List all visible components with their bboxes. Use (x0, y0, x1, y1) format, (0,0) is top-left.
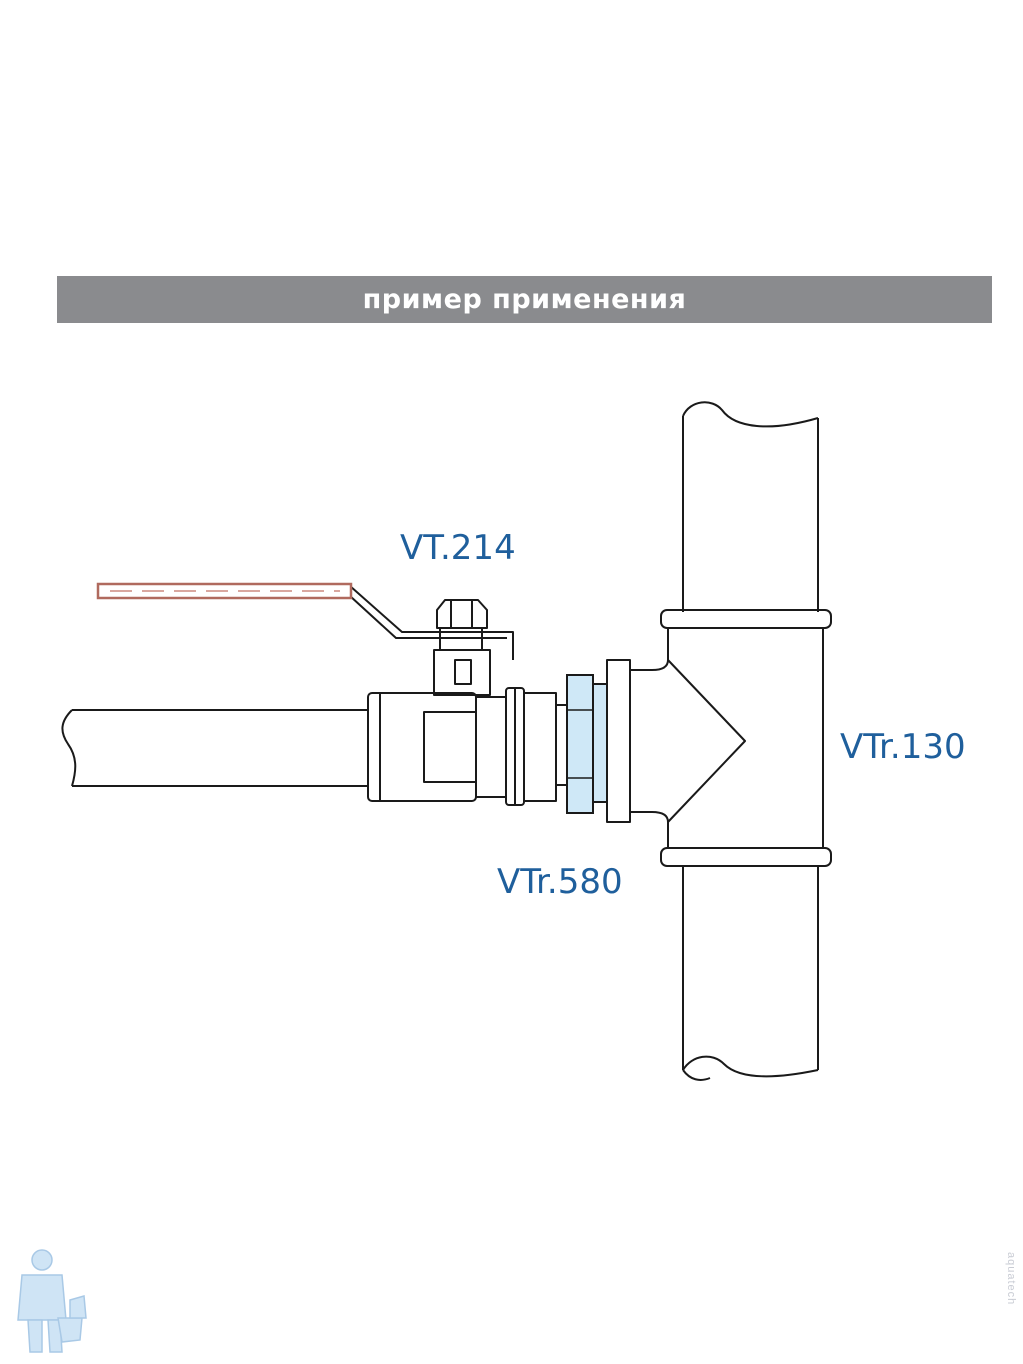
adapter-nipple (555, 674, 608, 814)
banner-title: пример применения (362, 284, 687, 315)
watermark: aquatech (1005, 1252, 1017, 1306)
vertical-pipe-bottom (682, 866, 819, 1081)
ball-valve-body (349, 585, 557, 806)
plumber-mascot-icon (17, 1249, 87, 1353)
vertical-pipe-top (682, 401, 819, 612)
valve-label: VT.214 (400, 528, 516, 568)
tee-label: VTr.130 (840, 727, 966, 767)
valve-handle (96, 582, 353, 600)
section-banner: пример применения (57, 276, 992, 323)
nipple-label: VTr.580 (497, 862, 623, 902)
horizontal-pipe (61, 709, 368, 787)
tee-fitting (606, 609, 832, 867)
